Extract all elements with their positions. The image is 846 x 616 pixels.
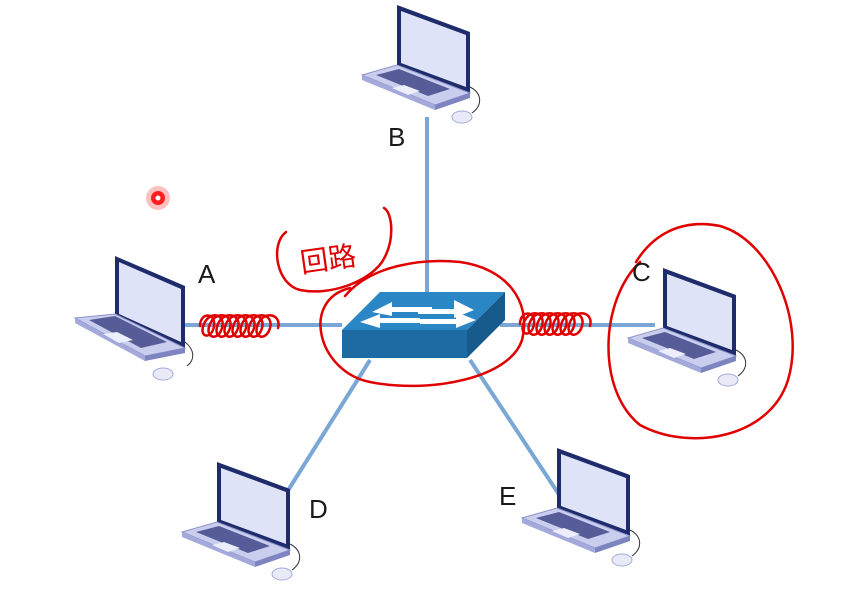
laptop-icon-A [74,255,194,381]
annotation-layer [198,206,794,440]
link-switch-E [468,358,562,498]
link-switch-D [280,358,372,502]
scribble-link-A [198,314,280,338]
circle-laptop-C [607,222,794,440]
node-label-E: E [499,481,517,511]
circle-note [275,206,393,293]
handwritten-note: 回路 [298,239,359,280]
laptop-icon-B [361,4,481,124]
laptop-icon-D [181,461,301,581]
node-label-B: B [388,122,406,152]
node-label-A: A [198,259,216,289]
node-label-C: C [632,257,651,287]
scribble-link-C [518,312,592,336]
node-label-D: D [309,494,328,524]
circle-switch [319,259,526,388]
red-laser-dot [146,186,170,210]
network-switch-icon [342,292,505,358]
